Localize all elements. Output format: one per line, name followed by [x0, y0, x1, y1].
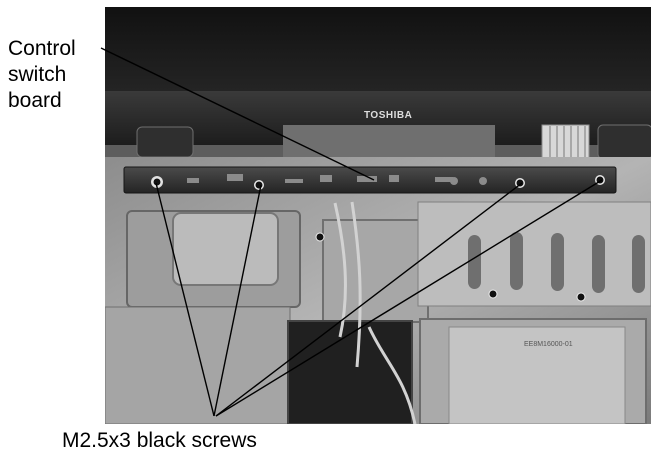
laptop-photo: TOSHIBA EE8M16000-01 — [105, 7, 651, 424]
right-grille-panel — [417, 201, 651, 307]
hinge-right — [597, 124, 651, 160]
laptop-photo-drawing: TOSHIBA EE8M16000-01 — [105, 7, 651, 424]
lower-left-panel — [105, 306, 291, 424]
hinge-left — [136, 126, 194, 158]
control-switch-board-label: Control switch board — [8, 36, 76, 114]
left-inner-panel — [172, 212, 279, 286]
part-number-text: EE8M16000-01 — [524, 341, 573, 348]
center-metal-shield — [322, 219, 429, 323]
switch-label-line: switch — [8, 63, 67, 86]
screws-label: M2.5x3 black screws — [62, 429, 257, 452]
screen-panel — [105, 7, 651, 91]
board-label-line: board — [8, 89, 62, 112]
brand-text: TOSHIBA — [364, 110, 412, 121]
control-label-line: Control — [8, 37, 76, 60]
